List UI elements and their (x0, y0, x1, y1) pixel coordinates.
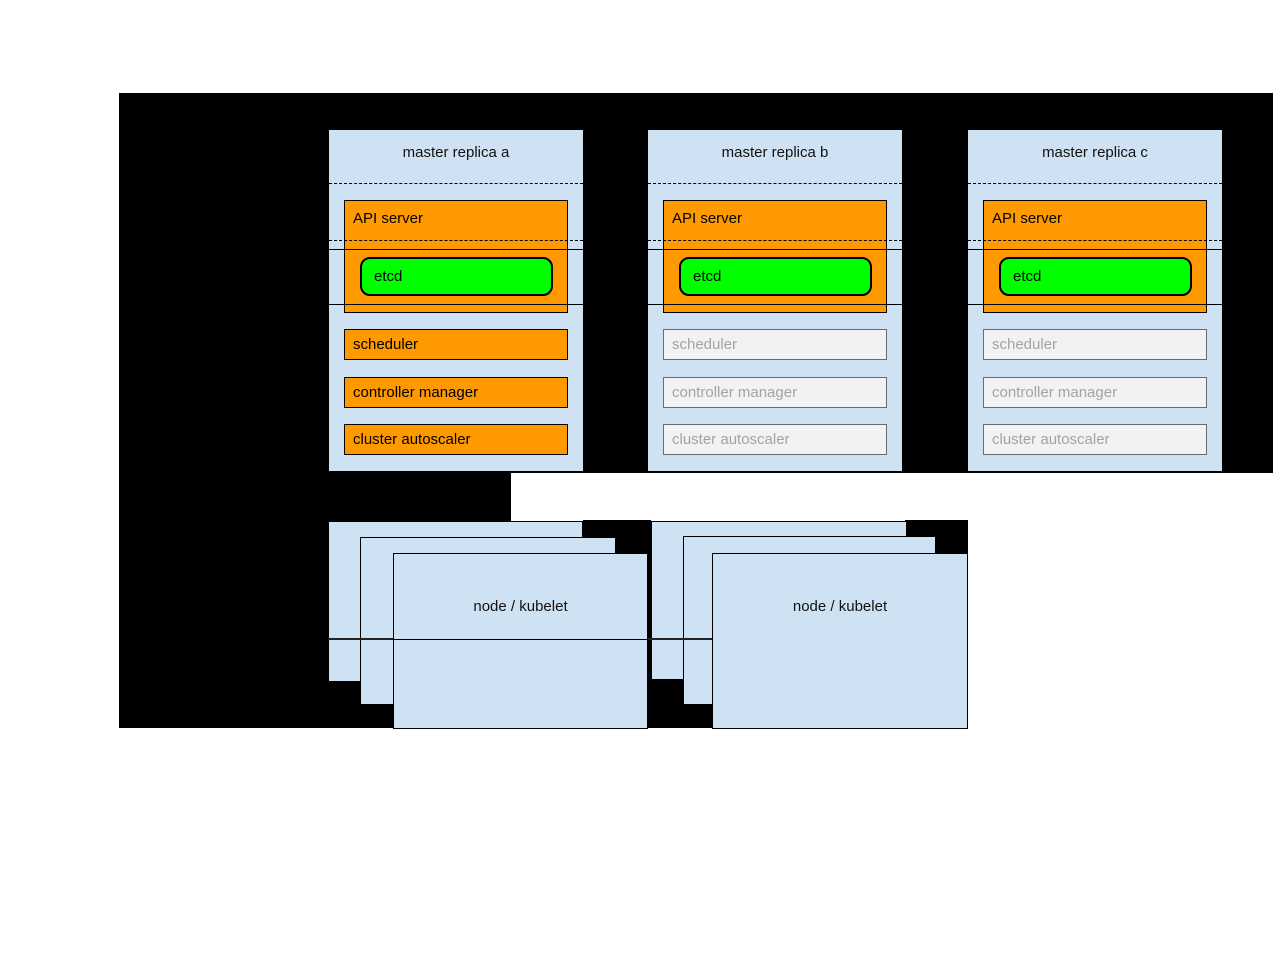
master-replica-b-box: master replica b API server etcd schedul… (647, 129, 903, 472)
node-internal-divider (393, 639, 648, 640)
node-group-2-front-box: node / kubelet (712, 553, 968, 729)
component-cluster-autoscaler: cluster autoscaler (983, 424, 1207, 455)
api-server-label: API server (353, 210, 424, 227)
component-scheduler: scheduler (983, 329, 1207, 360)
zone-dashed-line (968, 240, 1222, 241)
etcd-cluster-zone (329, 249, 583, 305)
component-cluster-autoscaler: cluster autoscaler (344, 424, 568, 455)
component-controller-manager: controller manager (983, 377, 1207, 408)
master-replica-c-box: master replica c API server etcd schedul… (967, 129, 1223, 472)
node-kubelet-label: node / kubelet (792, 598, 888, 615)
master-replica-b-title: master replica b (721, 144, 829, 161)
etcd-box: etcd (679, 257, 872, 296)
zone-dashed-line (968, 183, 1222, 184)
zone-dashed-line (648, 183, 902, 184)
component-controller-manager: controller manager (344, 377, 568, 408)
master-replica-a-title: master replica a (402, 144, 510, 161)
component-scheduler: scheduler (344, 329, 568, 360)
component-cluster-autoscaler: cluster autoscaler (663, 424, 887, 455)
node-group-1-front-box: node / kubelet (393, 553, 648, 729)
etcd-cluster-zone (648, 249, 902, 305)
zone-dashed-line (329, 183, 583, 184)
zone-dashed-line (329, 240, 583, 241)
etcd-cluster-zone (968, 249, 1222, 305)
master-replica-c-title: master replica c (1042, 144, 1148, 161)
zone-dashed-line (648, 240, 902, 241)
etcd-box: etcd (999, 257, 1192, 296)
api-server-label: API server (992, 210, 1063, 227)
node-kubelet-label: node / kubelet (473, 598, 568, 615)
master-replica-a-box: master replica a API server etcd schedul… (328, 129, 584, 472)
component-controller-manager: controller manager (663, 377, 887, 408)
api-server-label: API server (672, 210, 743, 227)
component-scheduler: scheduler (663, 329, 887, 360)
etcd-box: etcd (360, 257, 553, 296)
